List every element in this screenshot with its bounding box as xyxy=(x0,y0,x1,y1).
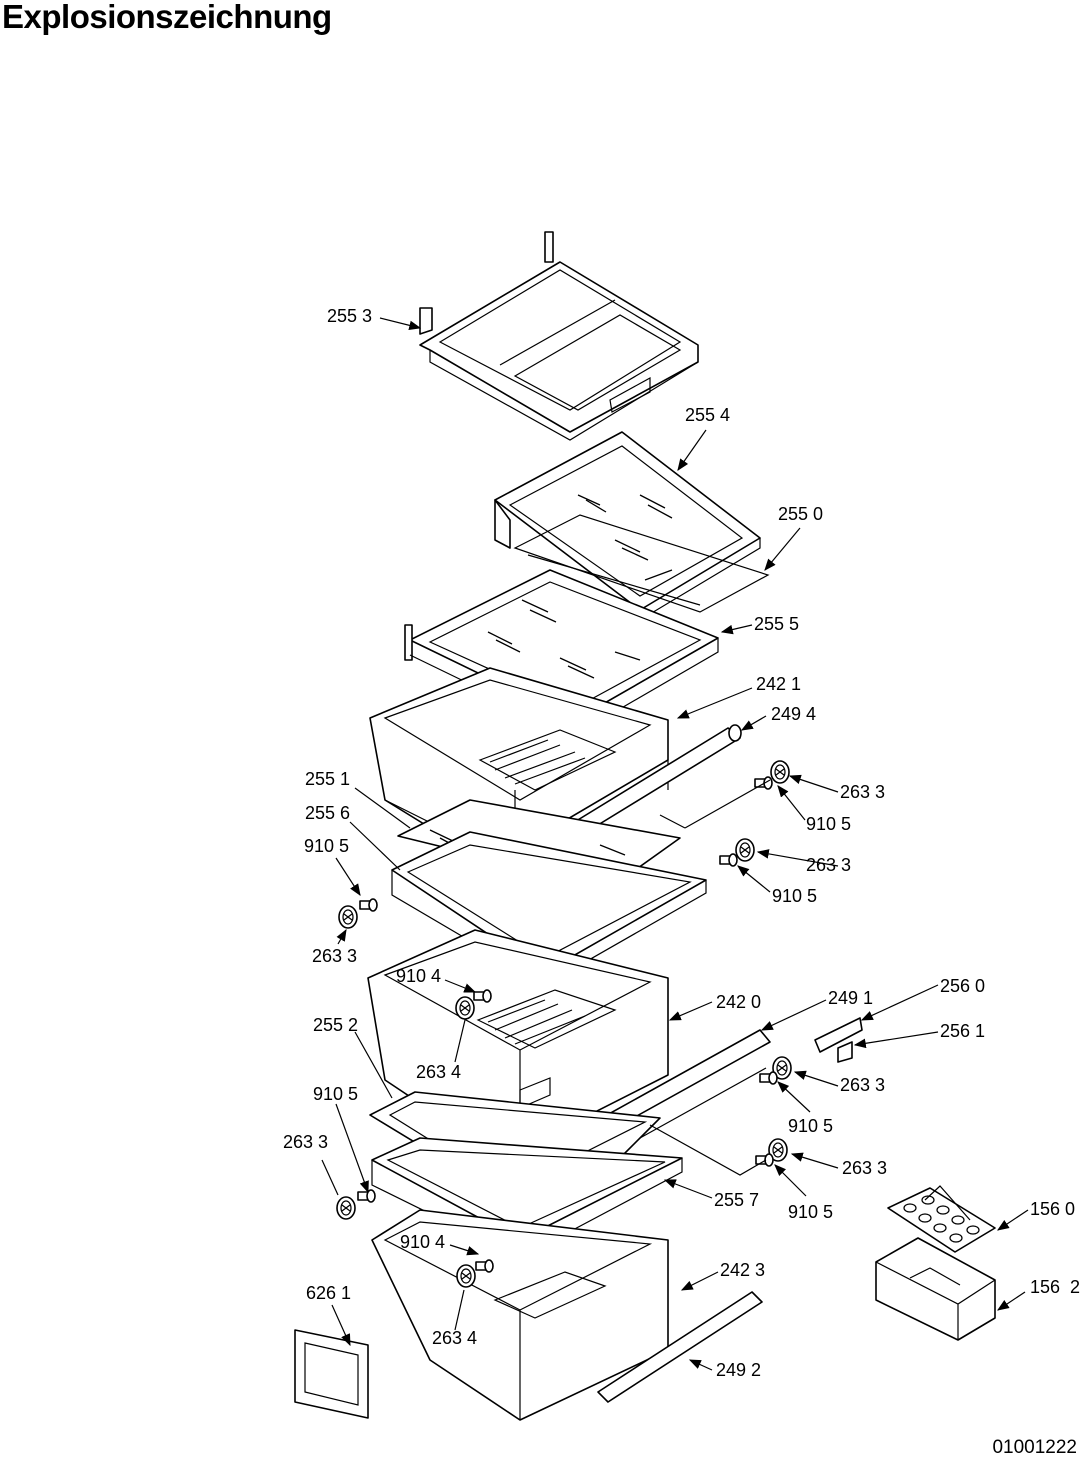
label-263-3-e: 263 3 xyxy=(842,1158,887,1178)
label-263-4-a: 263 4 xyxy=(416,1062,461,1082)
label-626-1: 626 1 xyxy=(306,1283,351,1303)
bracket-256-0 xyxy=(814,1017,863,1053)
page-title: Explosionszeichnung xyxy=(2,0,332,35)
label-156-2: 156 2 xyxy=(1030,1277,1080,1297)
label-910-5-c: 910 5 xyxy=(304,836,349,856)
egg-tray xyxy=(887,1185,996,1253)
label-910-5-b: 910 5 xyxy=(772,886,817,906)
pin-910-5-d xyxy=(759,1071,778,1085)
label-910-4-a: 910 4 xyxy=(396,966,441,986)
glass-tray xyxy=(513,514,770,613)
label-263-3-c: 263 3 xyxy=(312,946,357,966)
pin-910-5-b xyxy=(719,853,738,867)
label-910-4-b: 910 4 xyxy=(400,1232,445,1252)
label-249-4: 249 4 xyxy=(771,704,816,724)
document-number: 01001222 xyxy=(992,1437,1077,1458)
label-plate xyxy=(294,1329,369,1419)
label-255-7: 255 7 xyxy=(714,1190,759,1210)
label-255-2: 255 2 xyxy=(313,1015,358,1035)
label-255-4: 255 4 xyxy=(685,405,730,425)
label-156-0: 156 0 xyxy=(1030,1199,1075,1219)
label-910-5-f: 910 5 xyxy=(313,1084,358,1104)
leader-lines xyxy=(321,317,1029,1371)
label-242-1: 242 1 xyxy=(756,674,801,694)
pin-910-5-c xyxy=(359,898,378,912)
label-910-5-a: 910 5 xyxy=(806,814,851,834)
label-242-3: 242 3 xyxy=(720,1260,765,1280)
rail-249-2 xyxy=(597,1291,763,1403)
label-256-1: 256 1 xyxy=(940,1021,985,1041)
pin-910-4-b xyxy=(475,1259,494,1273)
egg-container xyxy=(875,1237,996,1341)
label-256-0: 256 0 xyxy=(940,976,985,996)
roller-263-3-a xyxy=(770,760,790,784)
label-910-5-d: 910 5 xyxy=(788,1116,833,1136)
label-255-1: 255 1 xyxy=(305,769,350,789)
label-255-3: 255 3 xyxy=(327,306,372,326)
label-249-2: 249 2 xyxy=(716,1360,761,1380)
roller-263-3-b xyxy=(735,838,755,862)
label-255-0: 255 0 xyxy=(778,504,823,524)
label-255-5: 255 5 xyxy=(754,614,799,634)
label-910-5-e: 910 5 xyxy=(788,1202,833,1222)
roller-263-4-b xyxy=(456,1264,476,1288)
label-249-1: 249 1 xyxy=(828,988,873,1008)
upper-glass-shelf xyxy=(494,431,761,622)
label-242-0: 242 0 xyxy=(716,992,761,1012)
bracket-256-1 xyxy=(837,1041,853,1063)
label-263-3-f: 263 3 xyxy=(283,1132,328,1152)
pin-910-4-a xyxy=(473,989,492,1003)
label-263-3-b: 263 3 xyxy=(806,855,851,875)
label-263-3-d: 263 3 xyxy=(840,1075,885,1095)
label-263-3-a: 263 3 xyxy=(840,782,885,802)
pin-910-5-f xyxy=(357,1189,376,1203)
label-263-4-b: 263 4 xyxy=(432,1328,477,1348)
roller-263-3-f xyxy=(336,1196,356,1220)
part-labels: 255 3 255 4 255 0 255 5 242 1 249 4 255 … xyxy=(283,306,1080,1380)
top-frame-shelf xyxy=(419,231,699,441)
label-255-6: 255 6 xyxy=(305,803,350,823)
roller-263-4-a xyxy=(455,996,475,1020)
roller-263-3-c xyxy=(338,905,358,929)
